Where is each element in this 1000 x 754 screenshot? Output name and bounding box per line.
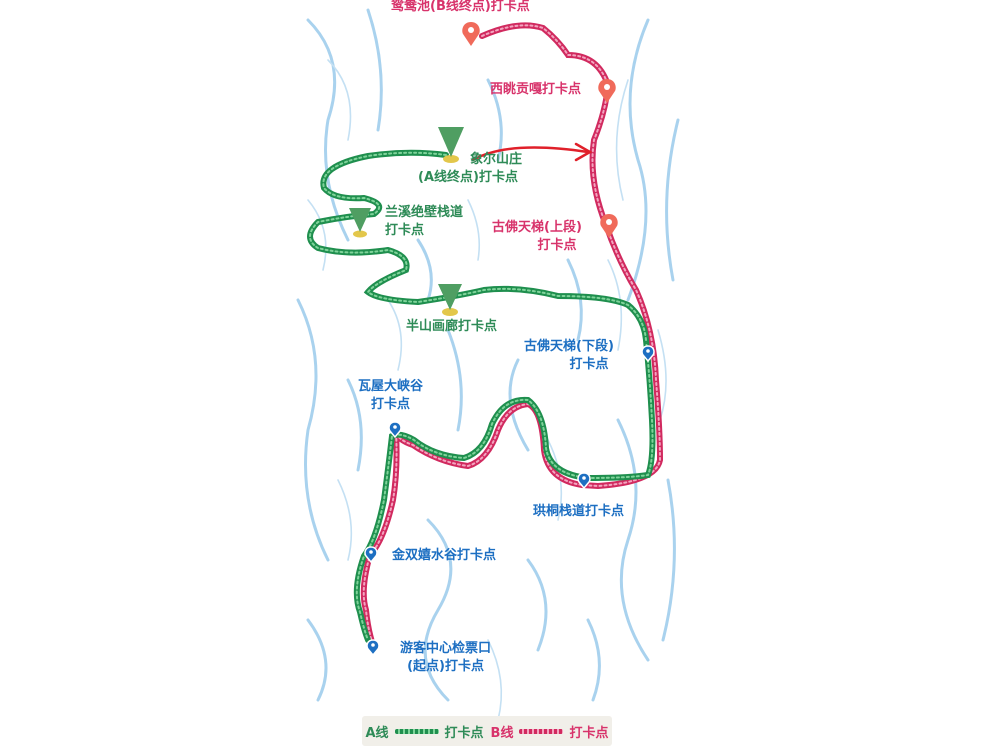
label-gufo-upper: 古佛天梯(上段) 打卡点 — [492, 219, 582, 255]
label-gufo-upper-line2: 打卡点 — [537, 238, 577, 253]
label-xianger-villa-line1: 象尔山庄 — [470, 152, 523, 167]
legend-b-label: B线 — [490, 725, 514, 741]
label-xianger-villa: 象尔山庄 (A线终点)打卡点 — [410, 151, 522, 187]
label-gufo-lower: 古佛天梯(下段) 打卡点 — [524, 338, 614, 374]
label-visitor-center: 游客中心检票口 (起点)打卡点 — [400, 640, 491, 676]
map-canvas — [296, 8, 680, 721]
label-banshan: 半山画廊打卡点 — [406, 319, 498, 334]
label-wawu-line2: 打卡点 — [371, 397, 411, 412]
label-lanxi-line1: 兰溪绝壁栈道 — [385, 205, 464, 220]
map-pin-icon[interactable] — [598, 79, 616, 103]
label-gongtong: 珙桐栈道打卡点 — [533, 504, 625, 519]
blue-pin-icon[interactable] — [641, 345, 655, 363]
label-yuanyang-pool: 鸳鸯池(B线终点)打卡点 — [391, 0, 530, 14]
legend-b: B线 打卡点 — [491, 722, 609, 741]
direction-arrow-icon — [471, 142, 593, 162]
triangle-pin-icon[interactable] — [438, 284, 462, 316]
blue-pin-icon[interactable] — [577, 472, 591, 490]
label-xianger-villa-line2: (A线终点)打卡点 — [418, 170, 518, 185]
triangle-pin-icon[interactable] — [349, 208, 371, 238]
river-lines — [296, 8, 680, 702]
legend-a-text: 打卡点 — [444, 725, 484, 741]
label-gufo-lower-line2: 打卡点 — [569, 357, 609, 372]
label-wawu-line1: 瓦屋大峡谷 — [358, 379, 424, 394]
blue-pin-icon[interactable] — [388, 421, 402, 439]
blue-pin-icon[interactable] — [364, 546, 378, 564]
route-map: 鸳鸯池(B线终点)打卡点 西眺贡嘎打卡点 象尔山庄 (A线终点)打卡点 兰溪绝壁… — [288, 0, 688, 750]
legend-a-label: A线 — [365, 725, 389, 741]
label-gufo-lower-line1: 古佛天梯(下段) — [524, 339, 614, 354]
label-gufo-upper-line1: 古佛天梯(上段) — [492, 220, 582, 235]
blue-pin-icon[interactable] — [366, 639, 380, 657]
river-lines-thin — [307, 59, 667, 721]
label-wawu: 瓦屋大峡谷 打卡点 — [358, 378, 423, 414]
map-pin-icon[interactable] — [600, 214, 618, 238]
legend-a: A线 打卡点 — [365, 722, 483, 741]
label-xitiao-gongga: 西眺贡嘎打卡点 — [490, 82, 582, 97]
legend-a-line — [394, 728, 439, 734]
legend-b-line — [519, 728, 564, 734]
legend-b-text: 打卡点 — [569, 725, 609, 741]
legend: A线 打卡点 B线 打卡点 — [362, 716, 612, 746]
label-lanxi-line2: 打卡点 — [385, 223, 425, 238]
label-jinshuang: 金双嬉水谷打卡点 — [392, 548, 497, 563]
triangle-pin-icon[interactable] — [438, 127, 464, 163]
label-visitor-center-line1: 游客中心检票口 — [400, 641, 492, 656]
label-lanxi: 兰溪绝壁栈道 打卡点 — [385, 204, 463, 240]
map-pin-icon[interactable] — [462, 22, 480, 46]
label-visitor-center-line2: (起点)打卡点 — [407, 659, 484, 674]
